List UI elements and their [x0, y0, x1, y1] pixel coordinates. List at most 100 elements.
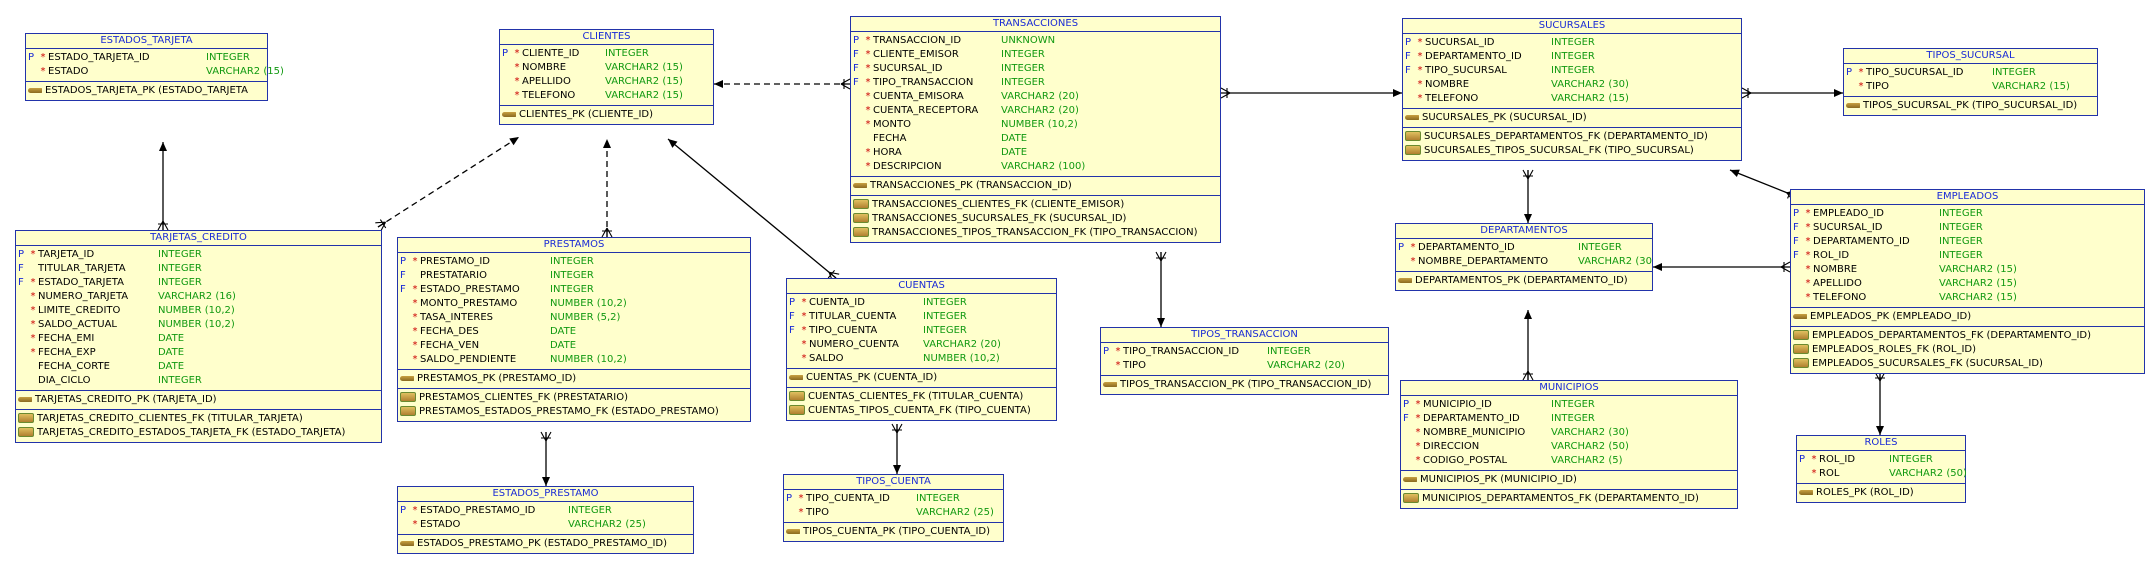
primary-key-row[interactable]: EMPLEADOS_PK (EMPLEADO_ID): [1791, 310, 2144, 324]
foreign-key-row[interactable]: CUENTAS_TIPOS_CUENTA_FK (TIPO_CUENTA): [787, 404, 1056, 418]
relationship-cuentas-to-clientes[interactable]: [667, 138, 840, 283]
foreign-key-row[interactable]: EMPLEADOS_DEPARTAMENTOS_FK (DEPARTAMENTO…: [1791, 329, 2144, 343]
primary-key-row[interactable]: ROLES_PK (ROL_ID): [1797, 486, 1965, 500]
foreign-key-row[interactable]: SUCURSALES_TIPOS_SUCURSAL_FK (TIPO_SUCUR…: [1403, 144, 1741, 158]
primary-key-row[interactable]: CLIENTES_PK (CLIENTE_ID): [500, 108, 713, 122]
primary-key-row[interactable]: TIPOS_CUENTA_PK (TIPO_CUENTA_ID): [784, 525, 1003, 539]
primary-key-row[interactable]: TARJETAS_CREDITO_PK (TARJETA_ID): [16, 393, 381, 407]
relationship-transacciones-to-tipos-transaccion[interactable]: [1155, 251, 1167, 327]
primary-key-row[interactable]: TRANSACCIONES_PK (TRANSACCION_ID): [851, 179, 1220, 193]
primary-key-row[interactable]: ESTADOS_TARJETA_PK (ESTADO_TARJETA: [26, 84, 267, 98]
foreign-key-row[interactable]: SUCURSALES_DEPARTAMENTOS_FK (DEPARTAMENT…: [1403, 130, 1741, 144]
foreign-key-row[interactable]: EMPLEADOS_SUCURSALES_FK (SUCURSAL_ID): [1791, 357, 2144, 371]
foreign-key-row[interactable]: PRESTAMOS_CLIENTES_FK (PRESTATARIO): [398, 391, 750, 405]
relationship-transacciones-to-sucursales[interactable]: [1220, 87, 1402, 99]
primary-key-row[interactable]: DEPARTAMENTOS_PK (DEPARTAMENTO_ID): [1396, 274, 1652, 288]
relationship-empleados-to-roles[interactable]: [1874, 371, 1886, 435]
relationship-tarjetas-credito-to-estados-tarjeta[interactable]: [157, 142, 169, 231]
relationship-transacciones-to-clientes[interactable]: [714, 78, 851, 90]
primary-key-row[interactable]: ESTADOS_PRESTAMO_PK (ESTADO_PRESTAMO_ID): [398, 537, 693, 551]
foreign-key-row[interactable]: TRANSACCIONES_CLIENTES_FK (CLIENTE_EMISO…: [851, 198, 1220, 212]
primary-key-row[interactable]: TIPOS_SUCURSAL_PK (TIPO_SUCURSAL_ID): [1844, 99, 2097, 113]
relationship-sucursales-to-departamentos[interactable]: [1522, 169, 1534, 223]
primary-key-row[interactable]: TIPOS_TRANSACCION_PK (TIPO_TRANSACCION_I…: [1101, 378, 1388, 392]
foreign-key-row[interactable]: TRANSACCIONES_SUCURSALES_FK (SUCURSAL_ID…: [851, 212, 1220, 226]
primary-key-row[interactable]: SUCURSALES_PK (SUCURSAL_ID): [1403, 111, 1741, 125]
foreign-key-row[interactable]: PRESTAMOS_ESTADOS_PRESTAMO_FK (ESTADO_PR…: [398, 405, 750, 419]
relationship-sucursales-to-tipos-sucursal[interactable]: [1741, 87, 1843, 99]
foreign-key-row[interactable]: TARJETAS_CREDITO_CLIENTES_FK (TITULAR_TA…: [16, 412, 381, 426]
primary-key-row[interactable]: CUENTAS_PK (CUENTA_ID): [787, 371, 1056, 385]
foreign-key-row[interactable]: TRANSACCIONES_TIPOS_TRANSACCION_FK (TIPO…: [851, 226, 1220, 240]
primary-key-row[interactable]: PRESTAMOS_PK (PRESTAMO_ID): [398, 372, 750, 386]
relationship-empleados-to-departamentos[interactable]: [1653, 261, 1791, 273]
relationship-cuentas-to-tipos-cuenta[interactable]: [891, 423, 903, 474]
